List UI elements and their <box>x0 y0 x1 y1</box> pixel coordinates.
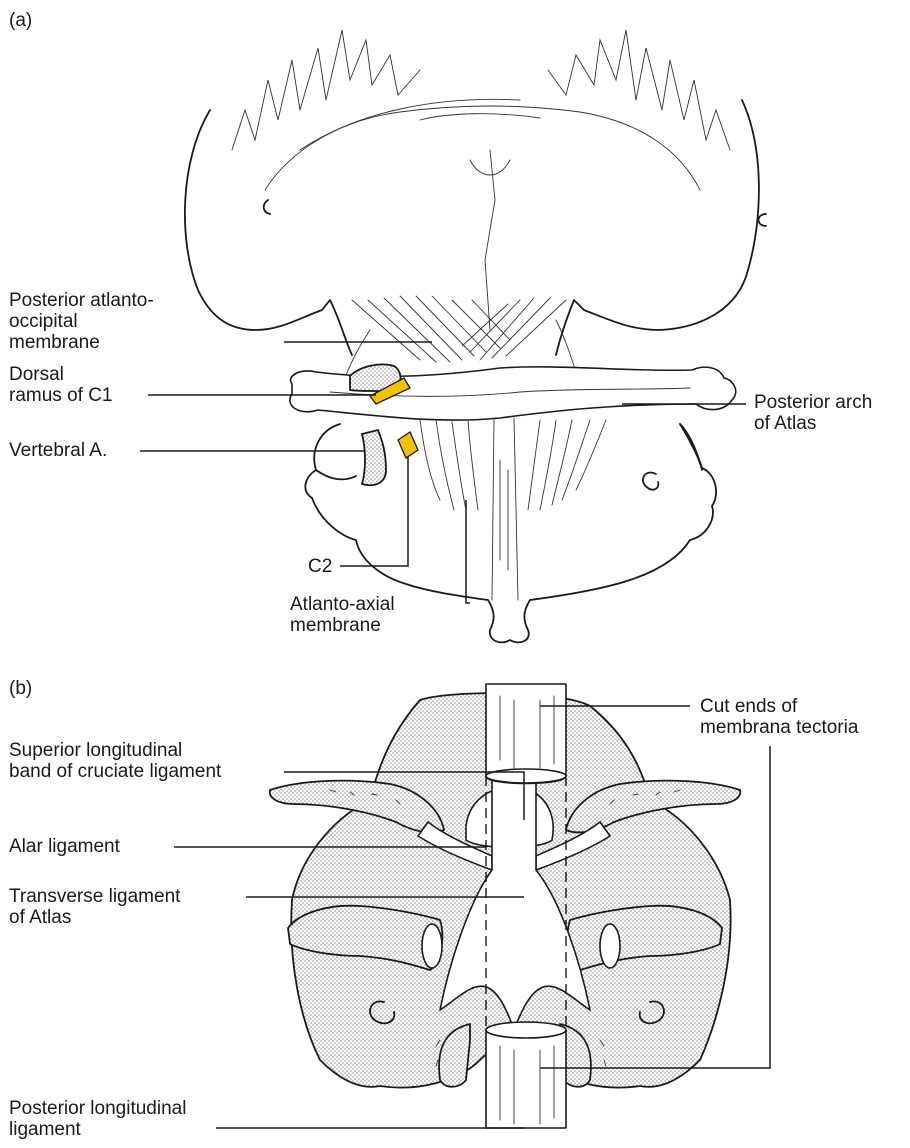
label-posterior-arch-atlas: Posterior arch of Atlas <box>754 392 872 434</box>
label-vertebral-artery: Vertebral A. <box>9 440 107 461</box>
label-cut-ends-membrana-tectoria: Cut ends of membrana tectoria <box>700 696 858 738</box>
panel-a-label: (a) <box>9 10 32 31</box>
panel-b-drawing <box>270 684 741 1128</box>
suture-right <box>548 30 730 150</box>
vertebral-artery <box>362 430 386 485</box>
c2-nerve <box>398 432 418 458</box>
label-transverse-ligament-atlas: Transverse ligament of Atlas <box>9 886 180 928</box>
label-dorsal-ramus-c1: Dorsal ramus of C1 <box>9 364 112 406</box>
label-alar-ligament: Alar ligament <box>9 836 120 857</box>
suture-left <box>232 30 420 150</box>
label-superior-longitudinal-band: Superior longitudinal band of cruciate l… <box>9 740 221 782</box>
label-c2: C2 <box>308 556 332 577</box>
label-posterior-longitudinal-ligament: Posterior longitudinal ligament <box>9 1098 186 1140</box>
occipital-bone <box>185 100 759 355</box>
panel-b-label: (b) <box>9 678 32 699</box>
panel-a-drawing <box>185 30 766 642</box>
label-atlanto-axial-membrane: Atlanto-axial membrane <box>290 594 395 636</box>
atlanto-axial-membrane <box>420 420 606 510</box>
label-posterior-atlanto-occipital-membrane: Posterior atlanto- occipital membrane <box>9 290 154 353</box>
